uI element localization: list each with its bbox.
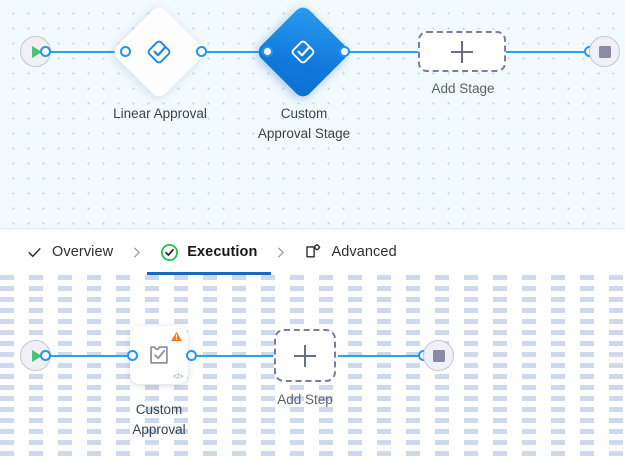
linear-approval-output-port[interactable] xyxy=(196,46,207,57)
tab-execution-label: Execution xyxy=(187,244,258,260)
stage-node-label-custom-approval-stage: Custom Approval Stage xyxy=(257,106,351,141)
tab-overview[interactable]: Overview xyxy=(22,229,115,275)
tab-overview-label: Overview xyxy=(52,244,114,260)
tab-advanced-label: Advanced xyxy=(331,244,397,260)
approval-document-check-icon xyxy=(130,326,188,384)
check-circle-icon xyxy=(159,242,179,262)
custom-approval-output-port[interactable] xyxy=(186,350,197,361)
step-end-node[interactable] xyxy=(423,340,454,371)
warning-triangle-icon xyxy=(169,329,183,343)
stage-start-output-port[interactable] xyxy=(40,46,51,57)
add-step-label: Add Step xyxy=(277,392,333,407)
step-flow-canvas[interactable]: </> Custom Approval Add Step xyxy=(0,275,625,461)
tab-execution[interactable]: Execution xyxy=(147,229,272,275)
edge-add-to-end xyxy=(505,51,589,53)
step-flow-edges xyxy=(0,275,625,461)
play-icon xyxy=(32,45,42,58)
add-stage-button[interactable] xyxy=(418,31,506,72)
tab-advanced[interactable]: Advanced xyxy=(301,229,398,275)
window-gear-icon xyxy=(303,242,323,262)
edge-custom-stage-to-add xyxy=(343,51,419,53)
chevron-right-icon xyxy=(259,245,301,260)
edge-linear-approval-out xyxy=(201,51,265,53)
stop-icon xyxy=(432,349,445,362)
edge-custom-approval-to-add xyxy=(190,355,273,357)
add-step-button[interactable] xyxy=(274,329,336,382)
linear-approval-input-port[interactable] xyxy=(120,46,131,57)
approval-diamond-check-icon xyxy=(144,37,174,67)
stage-node-linear-approval[interactable] xyxy=(110,3,208,101)
step-node-label-custom-approval: Custom Approval xyxy=(132,402,186,437)
stage-flow-canvas[interactable]: Linear Approval Custom Approval Stage Ad… xyxy=(0,0,625,228)
plus-icon xyxy=(451,40,473,63)
stage-node-label-linear-approval: Linear Approval xyxy=(113,106,207,121)
code-badge-icon: </> xyxy=(172,372,184,381)
plus-icon xyxy=(294,344,316,367)
edge-add-to-end xyxy=(338,355,421,357)
stage-node-custom-approval-stage[interactable] xyxy=(254,3,352,101)
stop-icon xyxy=(598,45,611,58)
chevron-right-icon xyxy=(115,245,157,260)
check-icon xyxy=(24,242,44,262)
custom-approval-stage-output-port[interactable] xyxy=(339,46,350,57)
edge-start-to-custom-approval xyxy=(44,355,134,357)
custom-approval-input-port[interactable] xyxy=(127,350,138,361)
step-node-custom-approval[interactable]: </> xyxy=(130,326,188,384)
play-icon xyxy=(32,349,42,362)
step-start-output-port[interactable] xyxy=(40,350,51,361)
add-stage-label: Add Stage xyxy=(431,81,495,96)
approval-diamond-check-icon xyxy=(288,37,318,67)
section-tabs: Overview Execution xyxy=(0,228,625,275)
stage-end-node[interactable] xyxy=(589,36,620,67)
custom-approval-stage-input-port[interactable] xyxy=(262,46,273,57)
